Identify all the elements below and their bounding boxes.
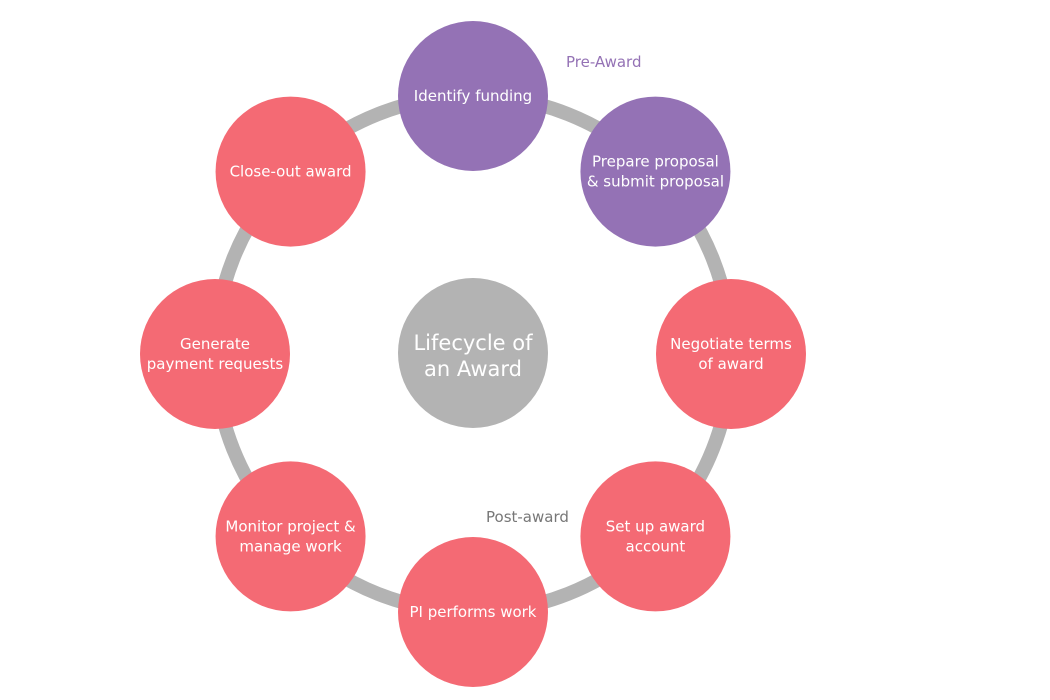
step-label: account xyxy=(626,537,686,555)
step-circle xyxy=(215,461,366,612)
step-circle xyxy=(398,21,548,171)
step-label: Prepare proposal xyxy=(592,153,719,171)
step-label: Close-out award xyxy=(230,163,352,181)
step-label: & submit proposal xyxy=(587,173,724,191)
step-circle xyxy=(580,96,731,247)
step-circle xyxy=(580,461,731,612)
step-node: Set up award account xyxy=(580,461,731,612)
step-circle xyxy=(140,279,290,429)
step-circle xyxy=(656,279,806,429)
step-label: Monitor project & xyxy=(225,517,356,535)
step-label: payment requests xyxy=(147,355,284,373)
step-node: Identify funding xyxy=(398,21,548,171)
center-node: Lifecycle of an Award xyxy=(398,278,548,428)
step-node: Negotiate terms of award xyxy=(656,279,806,429)
center-label-line-1: Lifecycle of xyxy=(413,331,533,355)
step-node: Prepare proposal & submit proposal xyxy=(580,96,731,247)
step-circle xyxy=(398,537,548,687)
step-label: Set up award xyxy=(606,517,705,535)
pre-award-label: Pre-Award xyxy=(566,53,641,71)
step-label: manage work xyxy=(239,537,342,555)
step-label: Generate xyxy=(180,335,250,353)
step-label: Identify funding xyxy=(414,87,532,105)
step-circle xyxy=(215,96,366,247)
post-award-label: Post-award xyxy=(486,508,569,526)
step-label: Negotiate terms xyxy=(670,335,792,353)
step-node: Generate payment requests xyxy=(140,279,290,429)
center-label-line-2: an Award xyxy=(424,357,522,381)
step-node: Monitor project & manage work xyxy=(215,461,366,612)
step-label: PI performs work xyxy=(409,603,536,621)
step-node: PI performs work xyxy=(398,537,548,687)
step-label: of award xyxy=(698,355,763,373)
step-node: Close-out award xyxy=(215,96,366,247)
